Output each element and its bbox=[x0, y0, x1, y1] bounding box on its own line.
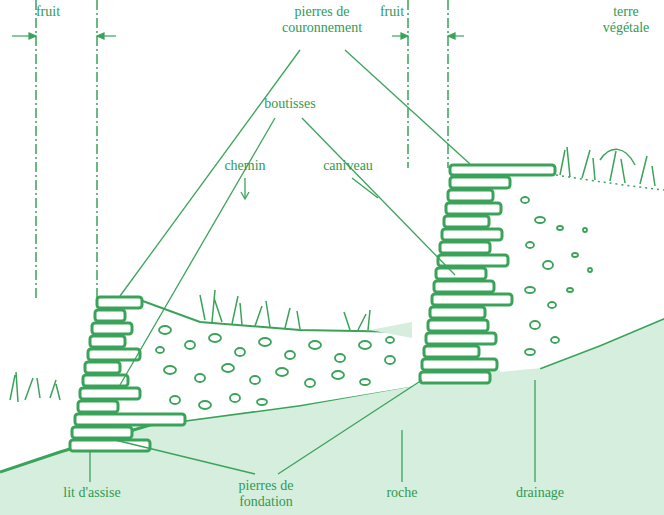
part-label: pierres de couronnement bbox=[270, 4, 375, 36]
part-label: boutisses bbox=[264, 96, 315, 112]
part-label: lit d'assise bbox=[63, 485, 120, 501]
part-label: chemin bbox=[224, 158, 265, 174]
part-label: drainage bbox=[516, 485, 564, 501]
part-label: roche bbox=[386, 485, 417, 501]
part-label: caniveau bbox=[323, 158, 373, 174]
part-label: pierres de fondation bbox=[221, 478, 311, 510]
part-label: fruit bbox=[36, 4, 60, 20]
part-label: fruit bbox=[380, 4, 404, 20]
part-label: terre végétale bbox=[591, 4, 661, 36]
